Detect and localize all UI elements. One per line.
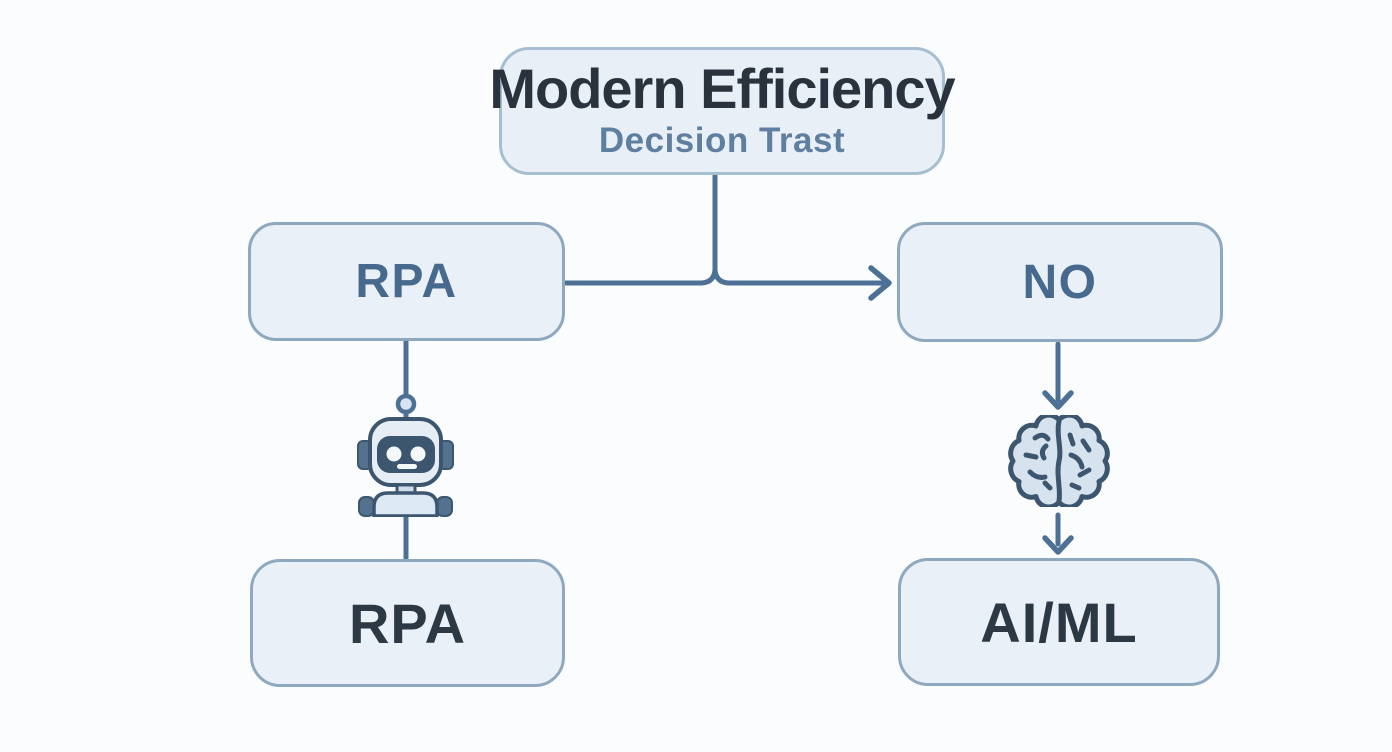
node-rpa-top: RPA xyxy=(248,222,565,341)
node-rpa-top-label: RPA xyxy=(355,255,458,308)
node-rpa-bottom-label: RPA xyxy=(348,591,467,655)
edge-title-to-rpa xyxy=(563,173,718,286)
node-aiml: AI/ML xyxy=(898,558,1220,686)
arrowhead-to-brain xyxy=(1042,390,1074,410)
node-aiml-label: AI/ML xyxy=(980,590,1138,654)
robot-icon xyxy=(357,417,454,517)
diagram-title: Modern Efficiency xyxy=(489,57,955,120)
edge-split-to-no xyxy=(712,267,885,286)
brain-icon xyxy=(1008,415,1110,507)
diagram-subtitle: Decision Trast xyxy=(598,121,846,160)
node-no-label: NO xyxy=(1022,255,1098,309)
title-node: Modern Efficiency Decision Trast xyxy=(489,47,956,175)
arrowhead-to-aiml xyxy=(1042,535,1074,555)
node-rpa-bottom: RPA xyxy=(250,559,565,687)
node-no: NO xyxy=(897,222,1223,342)
arrowhead-to-no xyxy=(868,265,892,301)
